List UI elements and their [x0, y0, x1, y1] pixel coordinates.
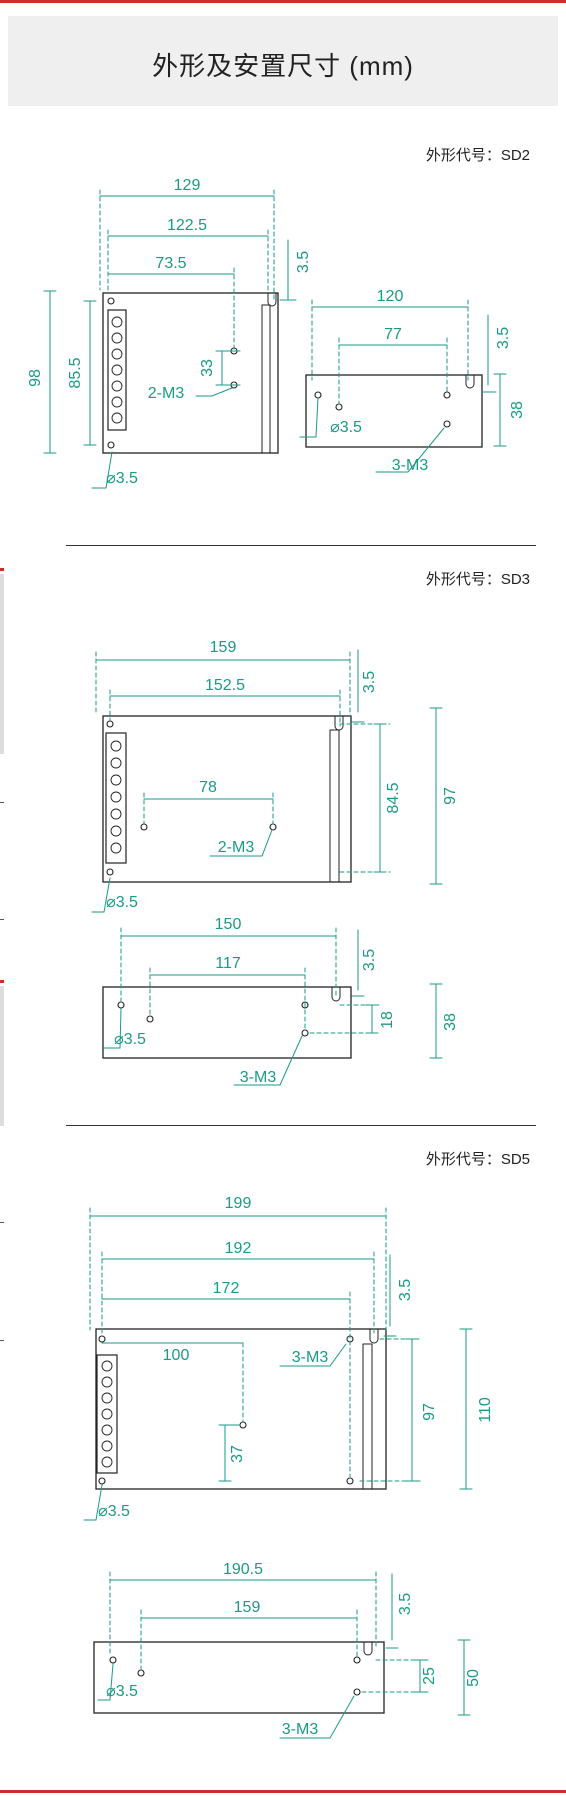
sd2-width-label: 129 — [174, 177, 201, 194]
sd5-inner-span-label: 100 — [163, 1347, 190, 1364]
sd5-mid-span-label: 172 — [213, 1280, 240, 1297]
side-accent — [0, 568, 4, 571]
sd5-side-view: 190.5 159 3.5 25 50 ⌀3.5 3-M3 — [93, 1561, 482, 1739]
sd5-top-view: 199 192 172 100 3-M3 3.5 97 110 37 ⌀3.5 — [83, 1195, 494, 1521]
sd3-side-height-label: 38 — [442, 1013, 459, 1031]
sd3-screws-label: 2-M3 — [218, 839, 255, 856]
sd5-notch-label: 3.5 — [397, 1279, 414, 1301]
sd5-hole-span-label: 192 — [225, 1240, 252, 1257]
sd3-terminal-block — [105, 732, 127, 864]
bottom-red-rule — [0, 1790, 566, 1793]
sd3-hole-height-label: 84.5 — [385, 782, 402, 813]
side-tick — [0, 919, 4, 920]
sd5-hole-pitch-label: 37 — [229, 1445, 246, 1463]
sd3-top-outline — [102, 715, 352, 883]
sd5-side-width-label: 190.5 — [223, 1561, 263, 1578]
sd5-top-outline — [95, 1328, 387, 1490]
sd3-mid-span-label: 78 — [199, 779, 217, 796]
sd2-side-hole-span-label: 77 — [384, 326, 402, 343]
sd2-hole-span-label: 122.5 — [167, 217, 207, 234]
section-divider — [66, 1125, 536, 1126]
sd3-side-hole-height-label: 18 — [379, 1011, 396, 1029]
side-tick — [0, 1340, 4, 1341]
sd2-side-height-label: 38 — [509, 401, 526, 419]
section-divider — [66, 545, 536, 546]
sd2-top-outline — [102, 292, 279, 454]
sd2-side-outline — [305, 374, 483, 448]
sd3-side-notch-label: 3.5 — [361, 949, 378, 971]
sd5-side-height-label: 50 — [465, 1669, 482, 1687]
sd3-height-label: 97 — [442, 787, 459, 805]
sd5-side-hole-span-label: 159 — [234, 1599, 261, 1616]
sd5-side-hole-height-label: 25 — [421, 1667, 438, 1685]
page-header: 外形及安置尺寸 (mm) — [8, 16, 558, 106]
sd3-code-label: 外形代号：SD3 — [425, 571, 530, 588]
sd5-terminal-block — [96, 1354, 118, 1474]
side-accent — [0, 980, 4, 983]
sd2-code-label: 外形代号：SD2 — [425, 147, 530, 164]
sd2-hole-pitch-label: 33 — [199, 359, 216, 377]
sd5-height-label: 110 — [477, 1397, 494, 1423]
sd2-hole-height-label: 85.5 — [67, 357, 84, 388]
page-title: 外形及安置尺寸 (mm) — [152, 51, 414, 81]
sd5-hole-height-label: 97 — [421, 1403, 438, 1421]
sd3-side-view: 150 117 3.5 18 38 ⌀3.5 3-M3 — [102, 916, 459, 1086]
sd3-side-hole-dia-label: ⌀3.5 — [114, 1031, 146, 1048]
sd3-side-outline — [102, 986, 352, 1059]
sd5-side-outline — [93, 1641, 385, 1714]
side-tick — [0, 1222, 4, 1223]
sd2-height-label: 98 — [27, 369, 44, 387]
sd5-side-notch-label: 3.5 — [397, 1593, 414, 1615]
side-tick — [0, 802, 4, 803]
sd3-side-width-label: 150 — [215, 916, 242, 933]
sd2-side-notch-label: 3.5 — [495, 327, 512, 349]
sd3-top-view: 159 152.5 78 3.5 84.5 97 2-M3 ⌀3.5 — [91, 639, 459, 913]
sd5-side-screws-label: 3-M3 — [282, 1721, 319, 1738]
side-panel — [0, 986, 4, 1126]
sd2-terminal-block — [107, 309, 127, 431]
sd2-mid-span-label: 73.5 — [155, 255, 186, 272]
side-panel — [0, 574, 4, 754]
sd5-screws-label: 3-M3 — [292, 1349, 329, 1366]
sd2-side-hole-dia-label: ⌀3.5 — [330, 419, 362, 436]
sd3-width-label: 159 — [210, 639, 237, 656]
sd2-screws-label: 2-M3 — [148, 385, 185, 402]
sd3-hole-span-label: 152.5 — [205, 677, 245, 694]
sd3-notch-label: 3.5 — [361, 671, 378, 693]
sd3-hole-dia-label: ⌀3.5 — [106, 894, 138, 911]
sd2-side-screws-label: 3-M3 — [392, 457, 429, 474]
sd3-side-hole-span-label: 117 — [215, 955, 241, 972]
sd5-side-hole-dia-label: ⌀3.5 — [106, 1683, 138, 1700]
sd2-side-view: 120 77 3.5 38 ⌀3.5 3-M3 — [299, 288, 526, 474]
sd2-top-view: 129 122.5 73.5 3.5 98 85.5 33 2-M3 ⌀3.5 — [27, 177, 312, 489]
sd5-width-label: 199 — [225, 1195, 252, 1212]
sd2-notch-label: 3.5 — [295, 251, 312, 273]
sd5-hole-dia-label: ⌀3.5 — [98, 1503, 130, 1520]
sd2-side-width-label: 120 — [377, 288, 404, 305]
sd5-code-label: 外形代号：SD5 — [425, 1151, 530, 1168]
sd3-side-screws-label: 3-M3 — [240, 1069, 277, 1086]
sd2-hole-dia-label: ⌀3.5 — [106, 470, 138, 487]
top-red-rule — [0, 0, 566, 3]
